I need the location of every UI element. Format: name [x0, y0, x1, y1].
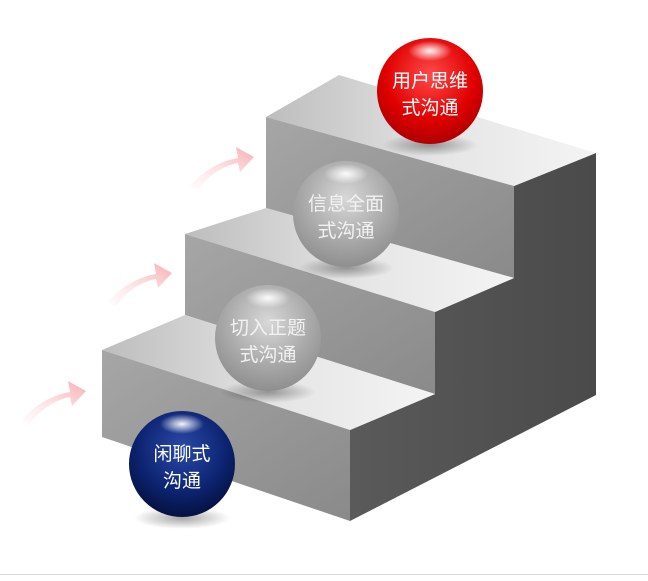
- step-2-sphere: 切入正题 式沟通: [215, 285, 321, 391]
- sphere-shadow-1: [134, 507, 230, 529]
- sphere-shadow-4: [382, 134, 478, 156]
- arrow-icon-2: [108, 263, 172, 306]
- sphere-shadow-3: [298, 257, 394, 279]
- step-3-label-line1: 信息全面: [308, 193, 384, 215]
- arrow-icon-3: [190, 147, 254, 190]
- step-3-label-line2: 式沟通: [317, 220, 374, 242]
- step-4-sphere: 用户思维 式沟通: [377, 38, 483, 144]
- step-4-label-line1: 用户思维: [392, 70, 468, 92]
- step-1-label-line1: 闲聊式: [153, 443, 210, 465]
- sphere-shadow-2: [220, 381, 316, 403]
- arrow-icon-1: [22, 381, 86, 424]
- step-2-label-line1: 切入正题: [230, 317, 306, 339]
- step-4-label-line2: 式沟通: [401, 97, 458, 119]
- step-2-label-line2: 式沟通: [239, 344, 296, 366]
- step-1-label-line2: 沟通: [163, 470, 201, 492]
- stair-side-face: [350, 153, 596, 521]
- step-3-sphere: 信息全面 式沟通: [293, 161, 399, 267]
- step-1-sphere: 闲聊式 沟通: [129, 411, 235, 517]
- bottom-divider: [0, 574, 648, 575]
